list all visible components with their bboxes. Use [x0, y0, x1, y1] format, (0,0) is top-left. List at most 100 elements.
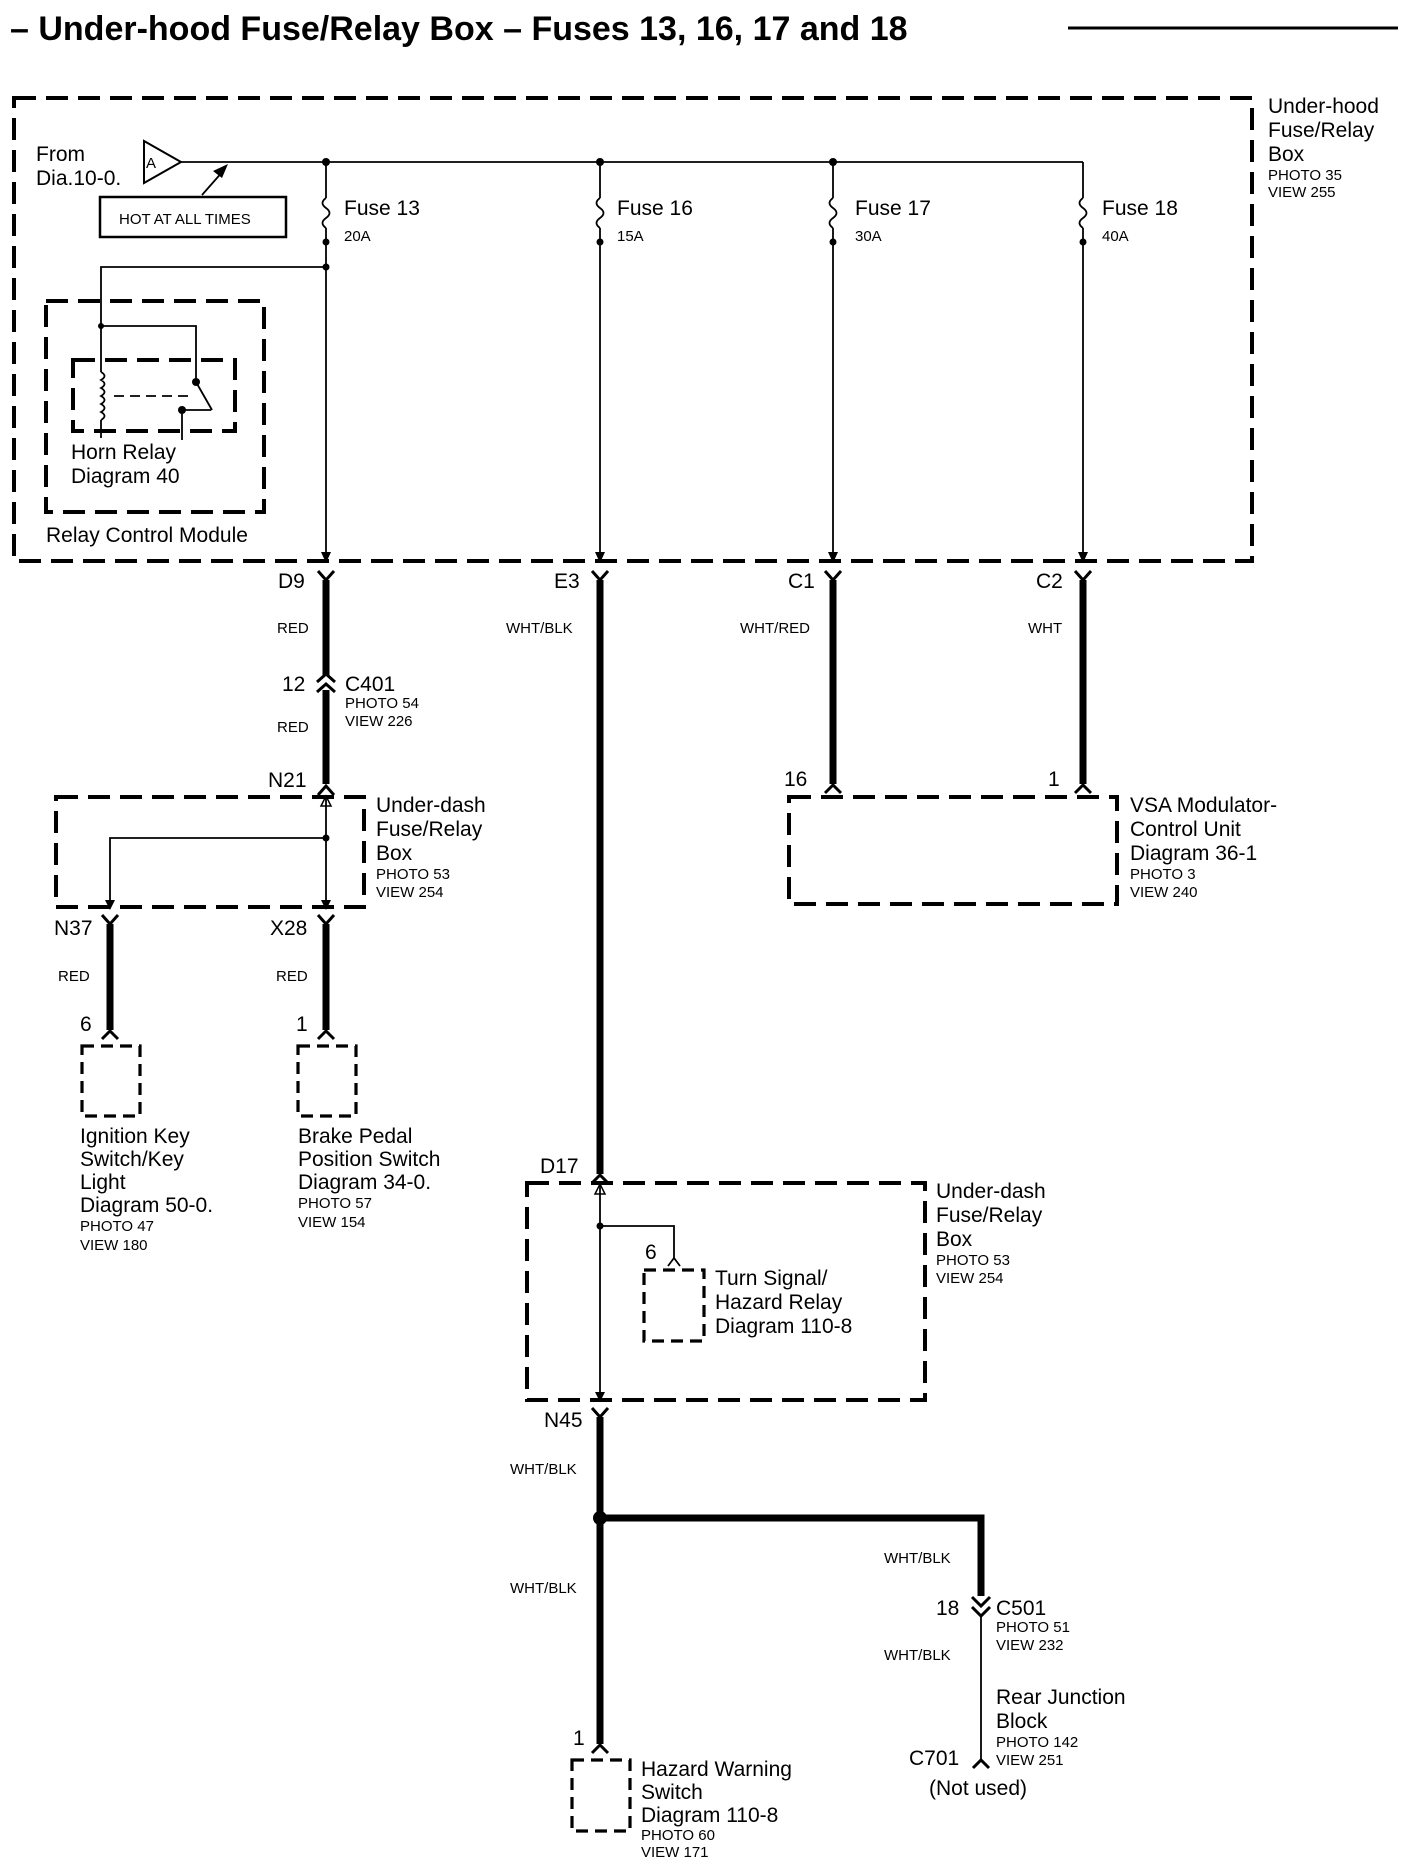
- svg-text:Box: Box: [376, 842, 413, 865]
- terminal-d17: D17: [540, 1155, 579, 1178]
- terminal-n45: N45: [544, 1409, 583, 1432]
- turn-relay-label: Turn Signal/ Hazard Relay Diagram 110-8: [715, 1267, 852, 1338]
- svg-text:Diagram 50-0.: Diagram 50-0.: [80, 1194, 213, 1217]
- c701-connector: [971, 1757, 991, 1770]
- svg-text:VSA Modulator-: VSA Modulator-: [1130, 794, 1277, 817]
- svg-text:Diagram 40: Diagram 40: [71, 465, 180, 488]
- svg-text:VIEW 251: VIEW 251: [996, 1752, 1064, 1769]
- n37-connector: [100, 914, 120, 927]
- fuse-17: Fuse 17 30A: [828, 162, 931, 563]
- fuse-16-label: Fuse 16: [617, 197, 693, 220]
- svg-text:Diagram 110-8: Diagram 110-8: [715, 1315, 852, 1338]
- c501-connector: [970, 1595, 992, 1619]
- svg-text:Rear Junction: Rear Junction: [996, 1686, 1126, 1709]
- wire-color-wht-blk-5: WHT/BLK: [884, 1647, 951, 1664]
- svg-text:Under-hood: Under-hood: [1268, 95, 1379, 118]
- terminal-n37: N37: [54, 917, 93, 940]
- vsa-pin-a: 16: [784, 768, 807, 791]
- terminal-d9: D9: [278, 570, 305, 593]
- svg-text:PHOTO 57: PHOTO 57: [298, 1195, 372, 1212]
- svg-text:Switch/Key: Switch/Key: [80, 1148, 184, 1171]
- fuse-18: Fuse 18 40A: [1078, 162, 1178, 563]
- hazard-switch-outline: [570, 1758, 632, 1833]
- svg-text:Control Unit: Control Unit: [1130, 818, 1241, 841]
- relay-coil: [99, 371, 106, 421]
- vsa-connector-b: [1073, 782, 1093, 795]
- svg-text:Switch: Switch: [641, 1781, 703, 1804]
- horn-relay-outline: [71, 358, 237, 433]
- underdash-box-2-wiring: [593, 1182, 681, 1402]
- c401-label: C401 PHOTO 54 VIEW 226: [345, 673, 419, 730]
- n21-connector: [316, 783, 336, 796]
- terminal-x28: X28: [270, 917, 307, 940]
- svg-text:Ignition Key: Ignition Key: [80, 1125, 190, 1148]
- fuse-18-label: Fuse 18: [1102, 197, 1178, 220]
- svg-text:Turn Signal/: Turn Signal/: [715, 1267, 828, 1290]
- c501-pin: 18: [936, 1597, 959, 1620]
- connector-caps: [316, 570, 1093, 583]
- svg-text:Fuse/Relay: Fuse/Relay: [1268, 119, 1375, 142]
- svg-text:Diagram 110-8: Diagram 110-8: [641, 1804, 778, 1827]
- horn-relay-label: Horn Relay Diagram 40: [71, 441, 180, 488]
- x28-connector: [316, 914, 336, 927]
- svg-text:VIEW 232: VIEW 232: [996, 1637, 1064, 1654]
- brake-switch-outline: [296, 1044, 358, 1118]
- page-title: – Under-hood Fuse/Relay Box – Fuses 13, …: [10, 10, 908, 48]
- svg-text:PHOTO 35: PHOTO 35: [1268, 167, 1342, 184]
- fuse-18-rating: 40A: [1102, 228, 1129, 245]
- svg-text:Position Switch: Position Switch: [298, 1148, 440, 1171]
- svg-text:VIEW 254: VIEW 254: [936, 1270, 1004, 1287]
- svg-text:From: From: [36, 143, 85, 166]
- source-connector-letter: A: [146, 155, 156, 172]
- svg-text:PHOTO 60: PHOTO 60: [641, 1827, 715, 1844]
- vsa-pin-b: 1: [1048, 768, 1060, 791]
- c701-not-used: (Not used): [929, 1777, 1027, 1800]
- turn-relay-outline: [642, 1268, 706, 1343]
- vsa-unit-outline: [787, 795, 1119, 906]
- fuse-13-label: Fuse 13: [344, 197, 420, 220]
- svg-text:Light: Light: [80, 1171, 126, 1194]
- underdash-box-2-outline: [525, 1181, 927, 1402]
- svg-text:Under-dash: Under-dash: [376, 794, 486, 817]
- svg-text:PHOTO 51: PHOTO 51: [996, 1619, 1070, 1636]
- terminal-n21: N21: [268, 769, 307, 792]
- underdash-box-1-label: Under-dash Fuse/Relay Box PHOTO 53 VIEW …: [376, 794, 486, 901]
- source-connector-triangle: [143, 139, 184, 185]
- hot-pointer-arrowhead: [213, 164, 228, 178]
- d17-connector: [590, 1172, 610, 1185]
- svg-text:Diagram 36-1: Diagram 36-1: [1130, 842, 1257, 865]
- svg-text:Box: Box: [936, 1228, 973, 1251]
- brake-pin: 1: [296, 1013, 308, 1036]
- svg-text:PHOTO 47: PHOTO 47: [80, 1218, 154, 1235]
- fuse-17-label: Fuse 17: [855, 197, 931, 220]
- svg-text:VIEW 240: VIEW 240: [1130, 884, 1198, 901]
- terminal-c1: C1: [788, 570, 815, 593]
- svg-text:Fuse/Relay: Fuse/Relay: [376, 818, 483, 841]
- svg-text:Hazard Warning: Hazard Warning: [641, 1758, 792, 1781]
- underdash-box-1-wiring: [105, 794, 333, 910]
- wire-color-wht-blk-1: WHT/BLK: [506, 620, 573, 637]
- horn-relay-circuit: [98, 266, 326, 440]
- svg-text:Fuse/Relay: Fuse/Relay: [936, 1204, 1043, 1227]
- hazard-pin: 1: [573, 1727, 585, 1750]
- c401-pin: 12: [282, 673, 305, 696]
- rear-junction-label: Rear Junction Block PHOTO 142 VIEW 251: [996, 1686, 1126, 1769]
- svg-text:C501: C501: [996, 1597, 1046, 1620]
- fuse-16-rating: 15A: [617, 228, 644, 245]
- terminal-c2: C2: [1036, 570, 1063, 593]
- svg-text:VIEW 154: VIEW 154: [298, 1214, 366, 1231]
- hazard-connector: [590, 1742, 610, 1755]
- vsa-unit-label: VSA Modulator- Control Unit Diagram 36-1…: [1130, 794, 1277, 901]
- wire-color-red-2: RED: [277, 719, 309, 736]
- wire-color-wht-blk-3: WHT/BLK: [510, 1580, 577, 1597]
- underhood-box-label: Under-hood Fuse/Relay Box PHOTO 35 VIEW …: [1268, 95, 1379, 201]
- ignition-switch-outline: [80, 1044, 142, 1118]
- source-reference: From Dia.10-0.: [36, 143, 121, 190]
- svg-text:PHOTO 53: PHOTO 53: [936, 1252, 1010, 1269]
- fuse-13-rating: 20A: [344, 228, 371, 245]
- svg-text:VIEW 171: VIEW 171: [641, 1844, 709, 1858]
- ignition-connector: [100, 1028, 120, 1041]
- brake-connector: [316, 1028, 336, 1041]
- vsa-connector-a: [823, 782, 843, 795]
